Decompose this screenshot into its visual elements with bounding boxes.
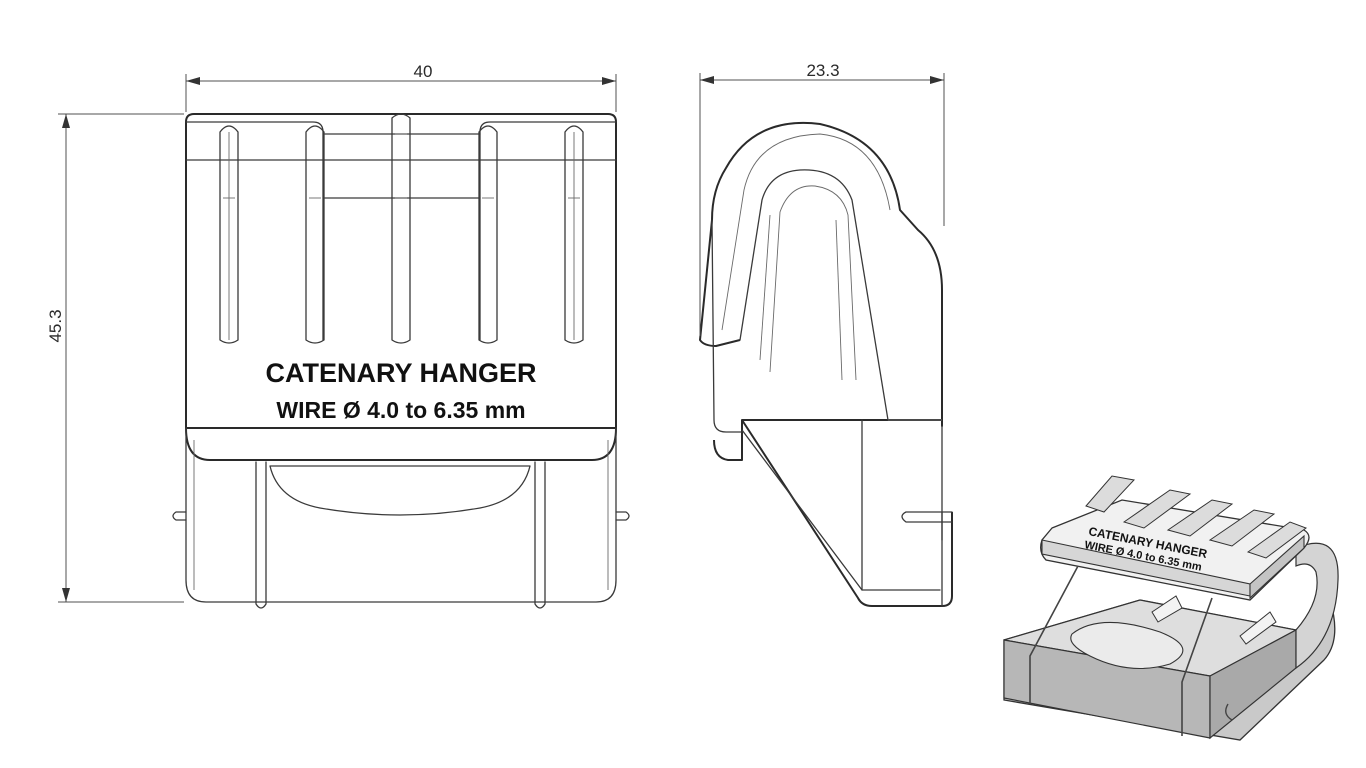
side-pin — [901, 511, 953, 523]
finger-slot-5 — [564, 125, 584, 344]
front-lower-body — [185, 427, 617, 603]
right-u-frame — [479, 121, 617, 341]
dim-front-width: 40 — [414, 62, 433, 81]
dimension-height-45-3: 45.3 — [46, 113, 184, 603]
finger-slot-2 — [305, 125, 325, 344]
front-label-line1: CATENARY HANGER — [265, 358, 536, 388]
finger-slot-1 — [219, 125, 239, 344]
iso-ribs — [1085, 475, 1308, 559]
iso-oval-slot — [1070, 621, 1184, 670]
dim-side-width: 23.3 — [806, 61, 839, 80]
iso-pin — [1225, 703, 1233, 721]
finger-slot-4 — [478, 125, 498, 344]
front-view: CATENARY HANGER WIRE Ø 4.0 to 6.35 mm — [172, 113, 630, 609]
front-label-line2: WIRE Ø 4.0 to 6.35 mm — [276, 397, 525, 423]
side-view — [699, 122, 953, 607]
front-wire-left — [255, 461, 267, 609]
front-wire-right — [534, 461, 546, 609]
iso-wire-left — [1029, 565, 1079, 704]
front-pin-right — [615, 511, 630, 521]
dim-height: 45.3 — [46, 309, 65, 342]
left-u-frame — [185, 121, 324, 341]
side-outer-hook — [699, 122, 943, 461]
front-lower-lip — [185, 427, 617, 461]
side-lower-leg — [741, 419, 953, 607]
finger-slot-3 — [391, 113, 411, 344]
isometric-view: CATENARY HANGER WIRE Ø 4.0 to 6.35 mm — [1003, 475, 1339, 741]
front-pin-left — [172, 511, 187, 521]
iso-hook-curve — [1295, 542, 1339, 670]
iso-wire-right — [1181, 597, 1213, 736]
side-inner-curve — [739, 169, 889, 421]
front-oval-window — [269, 465, 531, 516]
dimension-width-40: 40 — [185, 62, 617, 112]
dimension-width-23-3: 23.3 — [699, 61, 945, 336]
